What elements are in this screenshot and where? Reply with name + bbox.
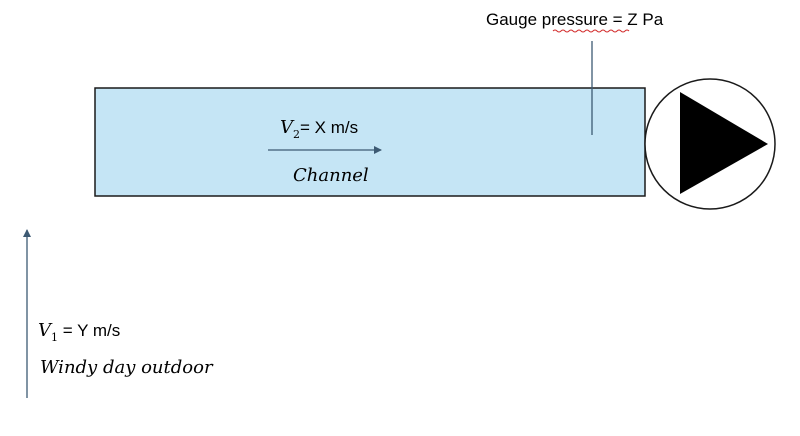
gauge-pressure-label: Gauge pressure = Z Pa <box>486 10 664 29</box>
spellcheck-underline <box>552 29 630 33</box>
v1-value: = Y m/s <box>58 321 120 340</box>
channel-name-label: Channel <box>293 165 369 186</box>
channel-rectangle <box>94 87 646 197</box>
v1-subscript: 1 <box>51 331 58 344</box>
v1-symbol: V <box>38 320 53 341</box>
gauge-prefix: Gauge <box>486 10 542 29</box>
outdoor-velocity-label: V1 = Y m/s <box>38 320 120 344</box>
v2-subscript: 2 <box>293 128 300 141</box>
v2-value: = X m/s <box>300 118 358 137</box>
v2-symbol: V <box>280 117 295 138</box>
gauge-word: pressure <box>542 10 608 29</box>
gauge-suffix: = Z Pa <box>608 10 664 29</box>
channel-velocity-label: V2= X m/s <box>280 117 358 141</box>
outdoor-description-label: Windy day outdoor <box>40 357 214 378</box>
fan-play-icon <box>680 92 768 194</box>
